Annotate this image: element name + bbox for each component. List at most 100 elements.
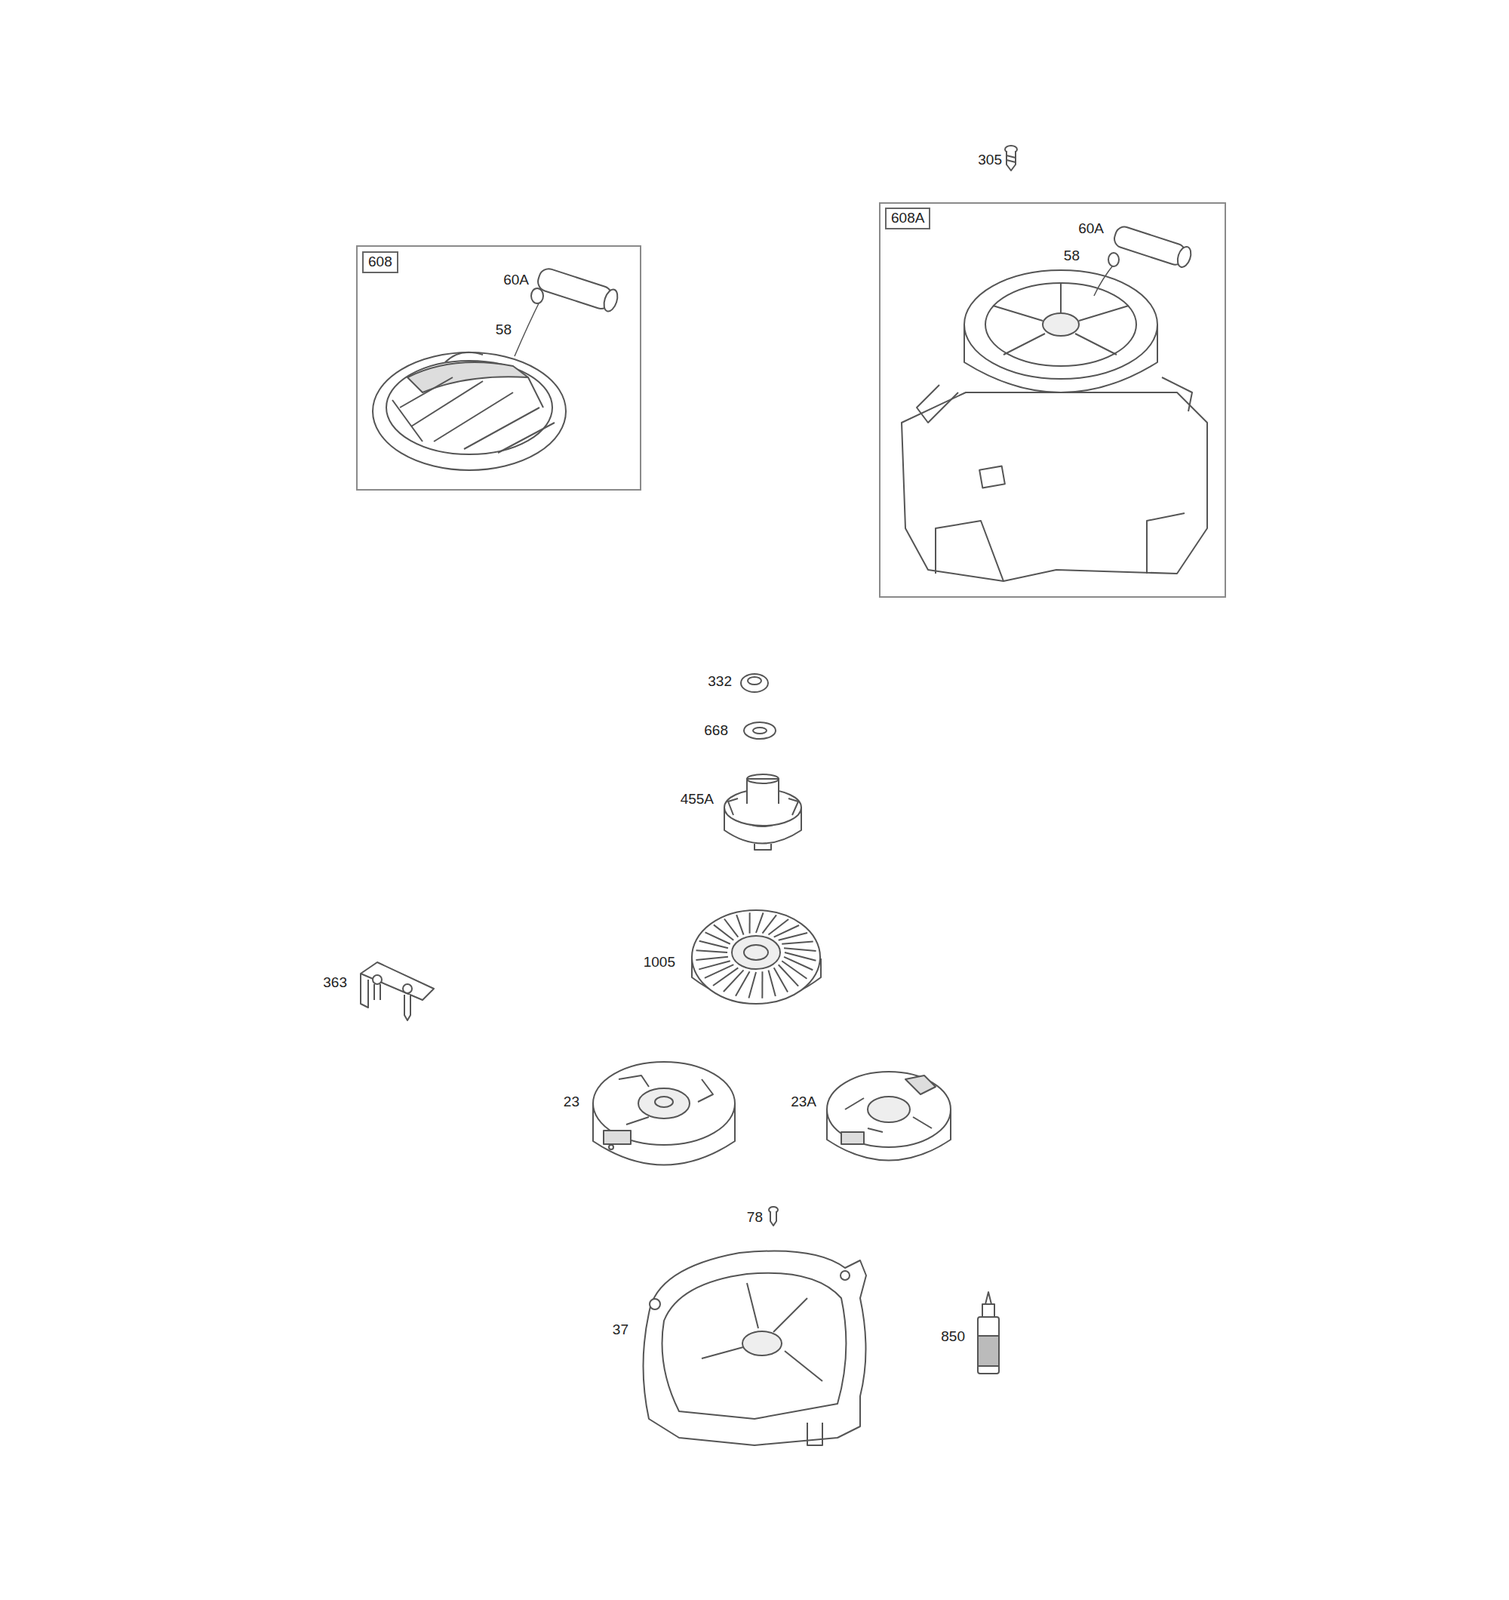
bracket xyxy=(374,983,381,1000)
starter-housing xyxy=(1146,513,1185,574)
fan-blades xyxy=(699,940,729,948)
starter-housing xyxy=(901,270,1208,581)
recoil-pulley xyxy=(372,352,566,471)
starter-handle xyxy=(601,287,620,313)
bracket xyxy=(360,961,434,1021)
bottle xyxy=(985,1291,992,1304)
fan xyxy=(731,935,781,969)
starter-handle xyxy=(531,288,544,304)
starter-housing xyxy=(964,270,1158,379)
recoil-pulley xyxy=(407,362,529,393)
callout-number: 455A xyxy=(680,791,714,808)
fan-blades xyxy=(778,932,808,941)
starter-handle xyxy=(1108,224,1193,269)
fan xyxy=(691,909,821,1004)
fan-blades xyxy=(781,960,807,978)
callout-number: 850 xyxy=(940,1328,966,1345)
starter-handle xyxy=(531,266,621,314)
bracket xyxy=(360,973,369,1008)
callout-number: 668 xyxy=(703,722,729,739)
callout-number: 78 xyxy=(746,1209,763,1226)
callout-number: 58 xyxy=(1063,248,1080,265)
fan-blades xyxy=(736,914,744,935)
flywheel xyxy=(608,1144,614,1150)
flywheel xyxy=(841,1131,864,1144)
recoil-pulley xyxy=(445,352,483,363)
flywheel xyxy=(638,1087,690,1119)
starter-housing xyxy=(916,384,959,423)
callout-number: 305 xyxy=(977,152,1002,169)
nut xyxy=(747,676,762,685)
flywheel xyxy=(826,1071,951,1147)
housing xyxy=(643,1250,867,1446)
fan-blades xyxy=(698,960,730,969)
nut xyxy=(740,673,769,692)
bottle xyxy=(982,1303,995,1317)
screw xyxy=(1004,145,1018,171)
housing xyxy=(840,1270,850,1280)
fan-blades xyxy=(724,918,738,938)
fan-blades xyxy=(696,949,728,953)
screw xyxy=(768,1206,778,1226)
screw xyxy=(1006,150,1016,171)
callout-number: 23 xyxy=(563,1094,580,1110)
flywheel xyxy=(593,1061,735,1145)
fan-blades xyxy=(735,971,750,996)
fan-blades xyxy=(783,947,817,951)
bracket xyxy=(404,994,411,1021)
fan-blades xyxy=(768,969,775,996)
housing xyxy=(649,1298,661,1310)
callout-number: 58 xyxy=(495,322,512,339)
recoil-pulley xyxy=(399,377,555,453)
starter-rope xyxy=(1094,262,1116,296)
washer xyxy=(752,727,767,734)
starter-cup xyxy=(728,798,799,815)
recoil-pulley xyxy=(386,360,553,455)
assembly-number: 608A xyxy=(885,207,931,230)
fan-blades xyxy=(723,969,744,992)
housing xyxy=(742,1330,782,1356)
housing xyxy=(701,1282,823,1381)
bracket xyxy=(372,974,382,984)
callout-number: 1005 xyxy=(643,954,676,971)
fan xyxy=(743,944,769,960)
recoil-pulley xyxy=(392,377,544,442)
fan-blades xyxy=(781,941,813,944)
starter-cup xyxy=(724,774,802,850)
starter-handle xyxy=(1108,252,1119,267)
fan-blades xyxy=(756,912,764,933)
assembly-number: 608 xyxy=(362,251,399,274)
flywheel xyxy=(618,1075,714,1125)
callout-number: 37 xyxy=(612,1321,629,1338)
starter-housing xyxy=(901,392,1208,581)
flywheel xyxy=(603,1130,631,1144)
fan-blades xyxy=(695,912,816,998)
callout-group-box: 608 60A 58 xyxy=(356,245,642,491)
callout-number: 332 xyxy=(707,673,732,690)
bottle xyxy=(977,1335,999,1366)
bracket xyxy=(360,961,434,1000)
washer xyxy=(743,722,776,739)
flywheel xyxy=(867,1096,910,1122)
starter-rope xyxy=(1094,262,1116,296)
starter-housing xyxy=(1042,313,1079,336)
washer xyxy=(743,722,776,739)
housing xyxy=(662,1272,847,1419)
housing xyxy=(807,1422,823,1445)
flywheel xyxy=(826,1071,951,1161)
flywheel xyxy=(654,1096,674,1107)
parts-illustration xyxy=(360,145,1208,1445)
flywheel xyxy=(845,1097,932,1132)
fan-blades xyxy=(748,971,757,999)
screw xyxy=(1006,155,1016,163)
screw xyxy=(770,1210,777,1226)
starter-cup xyxy=(754,843,772,850)
fan-blades xyxy=(695,956,729,960)
fan xyxy=(691,909,821,1004)
starter-cup xyxy=(746,774,779,784)
starter-handle xyxy=(1175,245,1194,270)
callout-number: 363 xyxy=(322,974,348,991)
callout-group-box: 608A60A58 xyxy=(878,202,1227,598)
callout-number: 60A xyxy=(503,272,529,289)
